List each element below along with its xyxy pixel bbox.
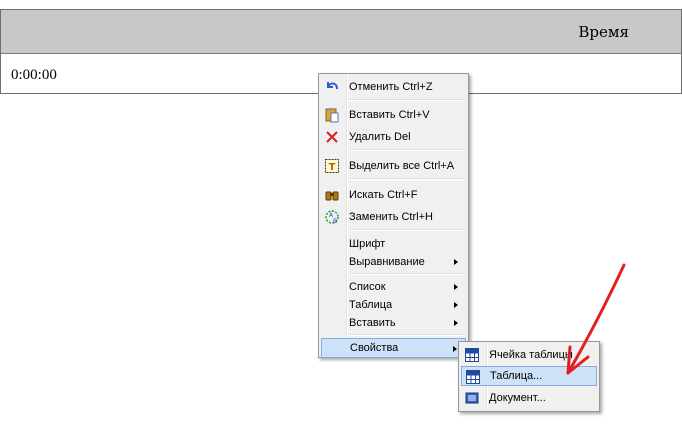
menu-item-select-all[interactable]: T Выделить все Ctrl+A	[321, 156, 466, 176]
menu-item-label: Удалить Del	[349, 131, 411, 143]
menu-item-label: Заменить Ctrl+H	[349, 211, 433, 223]
menu-item-label: Таблица	[349, 299, 393, 311]
menu-item-label: Выравнивание	[349, 256, 425, 268]
submenu-item-table[interactable]: Таблица...	[461, 366, 597, 386]
menu-item-alignment[interactable]: Выравнивание	[321, 252, 466, 272]
menu-separator	[349, 99, 465, 101]
submenu-arrow-icon	[454, 284, 458, 290]
properties-submenu: Ячейка таблицы Таблица... Документ...	[458, 341, 600, 412]
table-header-row: Время	[1, 10, 681, 54]
find-icon	[324, 187, 340, 203]
submenu-arrow-icon	[454, 259, 458, 265]
table-icon	[465, 369, 481, 385]
menu-item-undo[interactable]: Отменить Ctrl+Z	[321, 77, 466, 97]
paste-icon	[324, 107, 340, 123]
menu-item-label: Свойства	[350, 342, 399, 354]
menu-item-label: Таблица...	[490, 370, 543, 382]
delete-icon	[324, 129, 340, 145]
menu-item-label: Вставить	[349, 317, 396, 329]
menu-item-label: Шрифт	[349, 238, 386, 250]
menu-item-label: Искать Ctrl+F	[349, 189, 418, 201]
select-all-icon: T	[324, 158, 340, 174]
menu-item-label: Документ...	[489, 392, 546, 404]
menu-item-table[interactable]: Таблица	[321, 295, 466, 315]
menu-item-font[interactable]: Шрифт	[321, 234, 466, 254]
undo-icon	[324, 79, 340, 95]
menu-item-label: Вставить Ctrl+V	[349, 109, 430, 121]
submenu-arrow-icon	[454, 320, 458, 326]
menu-separator	[349, 178, 465, 180]
menu-separator	[349, 334, 465, 336]
menu-item-paste[interactable]: Вставить Ctrl+V	[321, 105, 466, 125]
menu-item-label: Выделить все Ctrl+A	[349, 160, 455, 172]
document-icon	[464, 390, 480, 406]
menu-item-label: Список	[349, 281, 386, 293]
submenu-arrow-icon	[454, 302, 458, 308]
menu-item-label: Отменить Ctrl+Z	[349, 81, 433, 93]
svg-text:B: B	[333, 218, 337, 225]
submenu-arrow-icon	[453, 346, 457, 352]
submenu-item-document[interactable]: Документ...	[461, 388, 597, 408]
menu-item-delete[interactable]: Удалить Del	[321, 127, 466, 147]
context-menu: Отменить Ctrl+Z Вставить Ctrl+V Удалить …	[318, 73, 469, 358]
menu-item-label: Ячейка таблицы	[489, 349, 573, 361]
menu-item-find[interactable]: Искать Ctrl+F	[321, 185, 466, 205]
annotation-arrow-icon	[566, 263, 626, 375]
table-cell-icon	[464, 347, 480, 363]
submenu-item-table-cell[interactable]: Ячейка таблицы	[461, 345, 597, 365]
table-cell-time-value[interactable]: 0:00:00	[11, 67, 57, 83]
menu-item-properties[interactable]: Свойства	[321, 338, 466, 358]
menu-item-list[interactable]: Список	[321, 277, 466, 297]
svg-text:A: A	[329, 212, 334, 219]
svg-text:T: T	[329, 162, 336, 173]
menu-item-insert[interactable]: Вставить	[321, 313, 466, 333]
table-header-cell-time[interactable]: Время	[578, 23, 629, 41]
menu-separator	[349, 229, 465, 231]
menu-separator	[349, 273, 465, 275]
menu-separator	[349, 149, 465, 151]
